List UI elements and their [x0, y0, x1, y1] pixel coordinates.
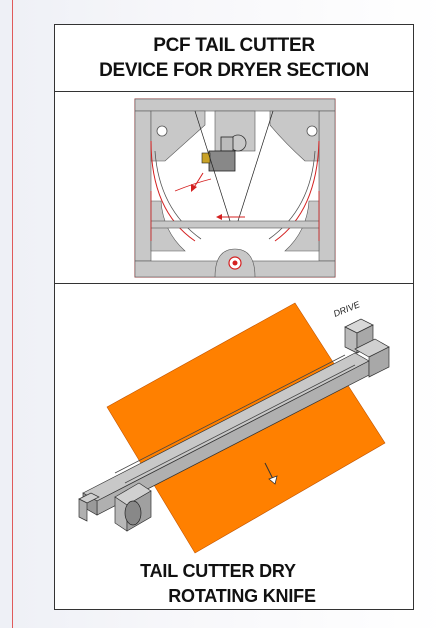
drive-label: DRIVE [332, 299, 362, 319]
document-card: PCF TAIL CUTTER DEVICE FOR DRYER SECTION [54, 24, 414, 610]
title-line-2: DEVICE FOR DRYER SECTION [99, 60, 369, 81]
dryer-diagram-svg [134, 98, 336, 278]
title-box: PCF TAIL CUTTER DEVICE FOR DRYER SECTION [55, 25, 413, 92]
title-line-1: PCF TAIL CUTTER [153, 35, 315, 56]
margin-line [12, 0, 13, 628]
dryer-section-diagram [55, 91, 413, 284]
caption-line-1: TAIL CUTTER DRY [140, 561, 296, 581]
rotating-knife-svg: DRIVE [78, 299, 390, 554]
rotating-knife-illustration: DRIVE [55, 283, 413, 609]
caption-line-2: ROTATING KNIFE [168, 586, 316, 606]
